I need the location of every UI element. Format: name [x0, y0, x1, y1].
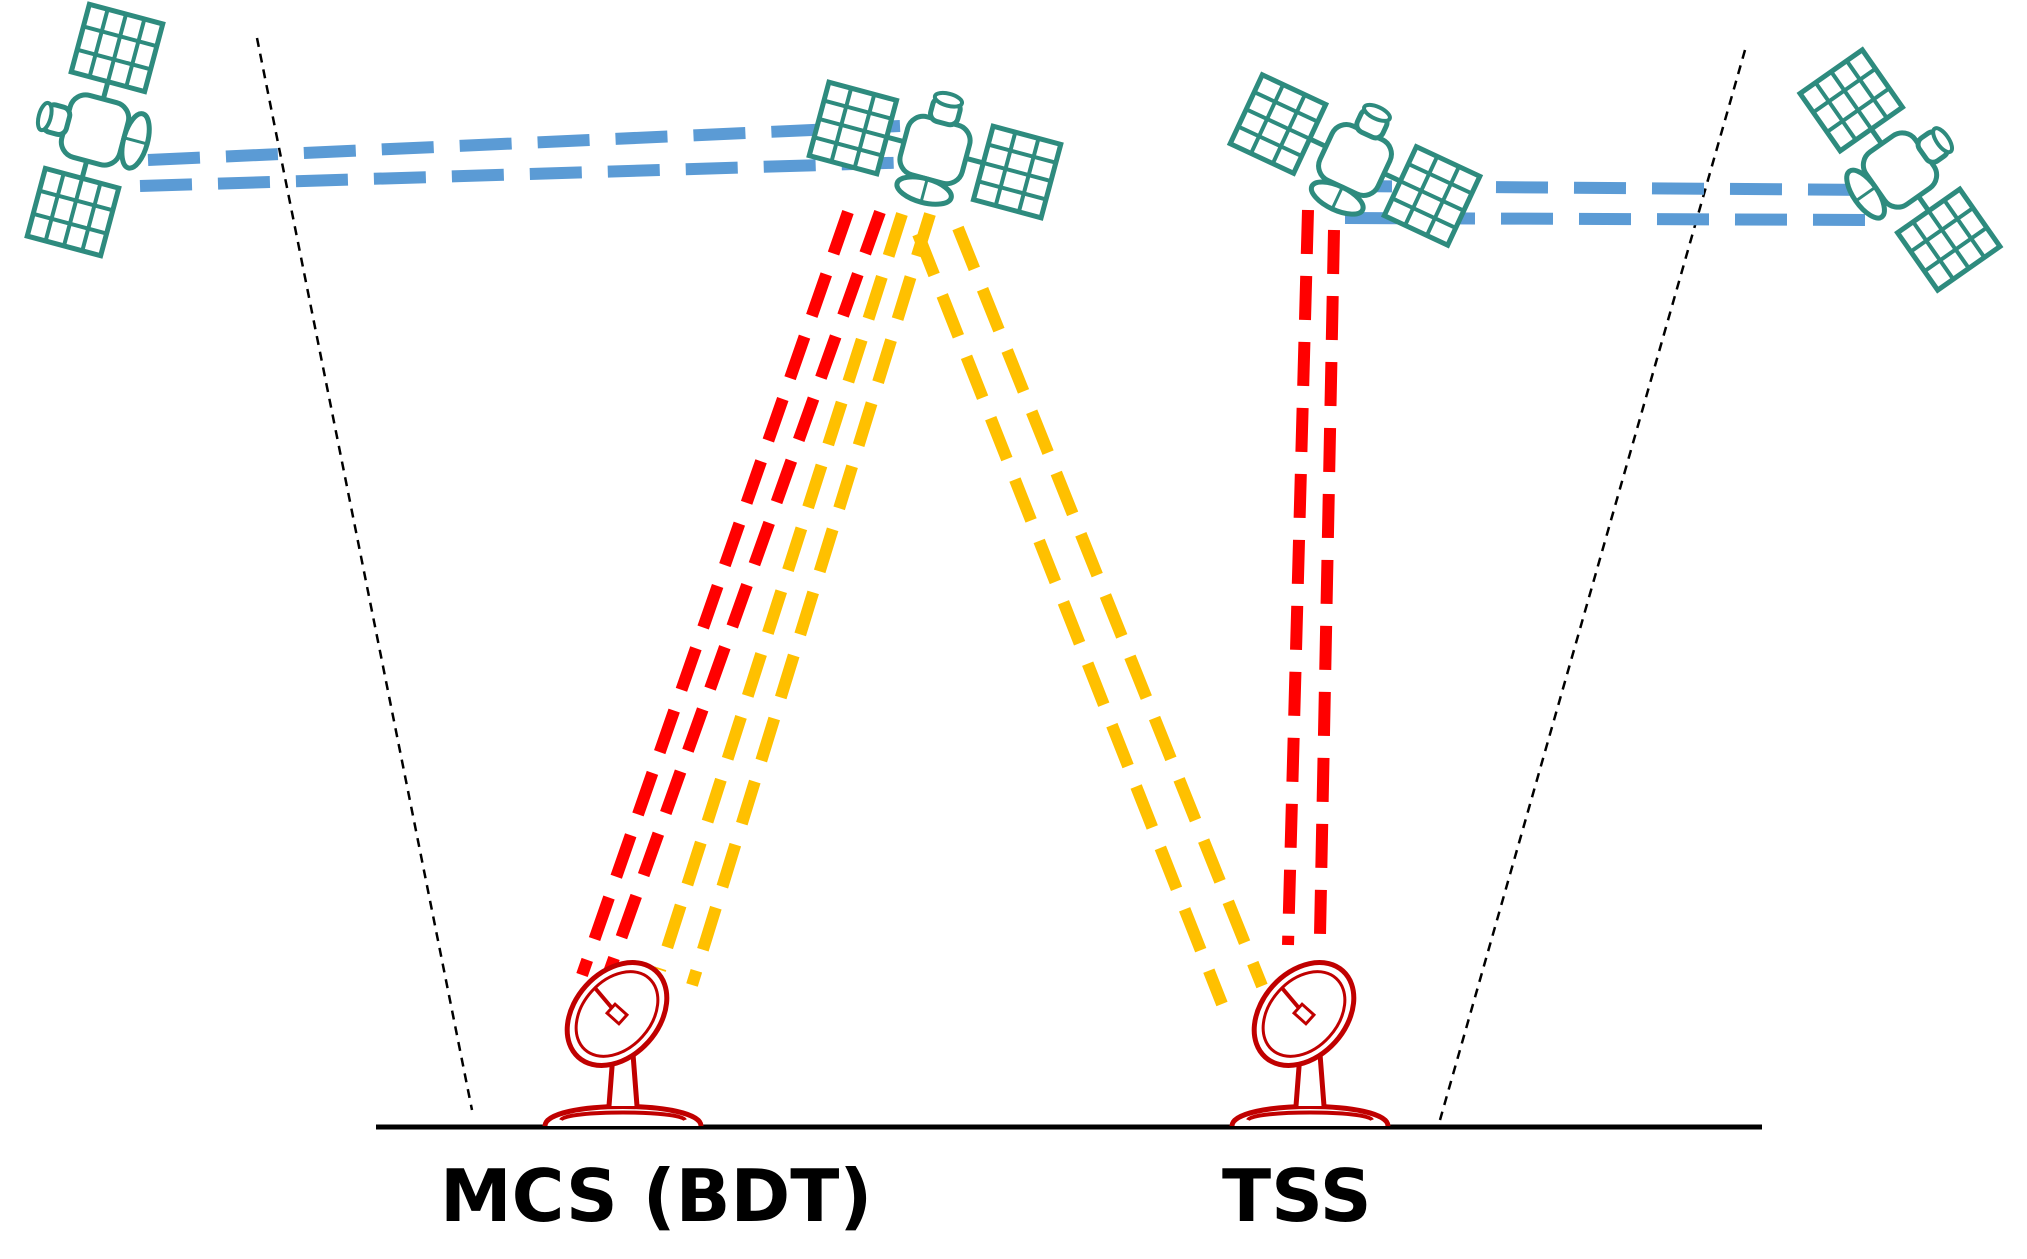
tss-label: TSS: [1222, 1154, 1372, 1238]
satellite-icon: [1223, 57, 1488, 260]
ground-antenna-icon: [545, 943, 701, 1126]
intersatellite-link-left-lower: [139, 156, 921, 192]
satellite-icon: [8, 0, 178, 260]
yellow-link-mcs-1: [654, 212, 908, 972]
red-link-mcs-1: [576, 210, 854, 977]
yellow-link-tss-1: [912, 231, 1228, 1007]
coverage-boundary-left: [255, 37, 474, 1111]
satellite-icon: [1787, 38, 2016, 299]
coverage-boundary-right: [1438, 49, 1747, 1121]
intersatellite-link-left-upper: [147, 120, 901, 166]
satellite-icon: [805, 63, 1066, 233]
yellow-link-tss-2: [952, 225, 1268, 989]
red-link-tss-2: [1314, 229, 1340, 936]
red-link-mcs-2: [602, 209, 886, 978]
mcs-bdt-label: MCS (BDT): [440, 1154, 873, 1238]
red-link-tss-1: [1282, 209, 1314, 946]
yellow-link-mcs-2: [686, 212, 936, 987]
